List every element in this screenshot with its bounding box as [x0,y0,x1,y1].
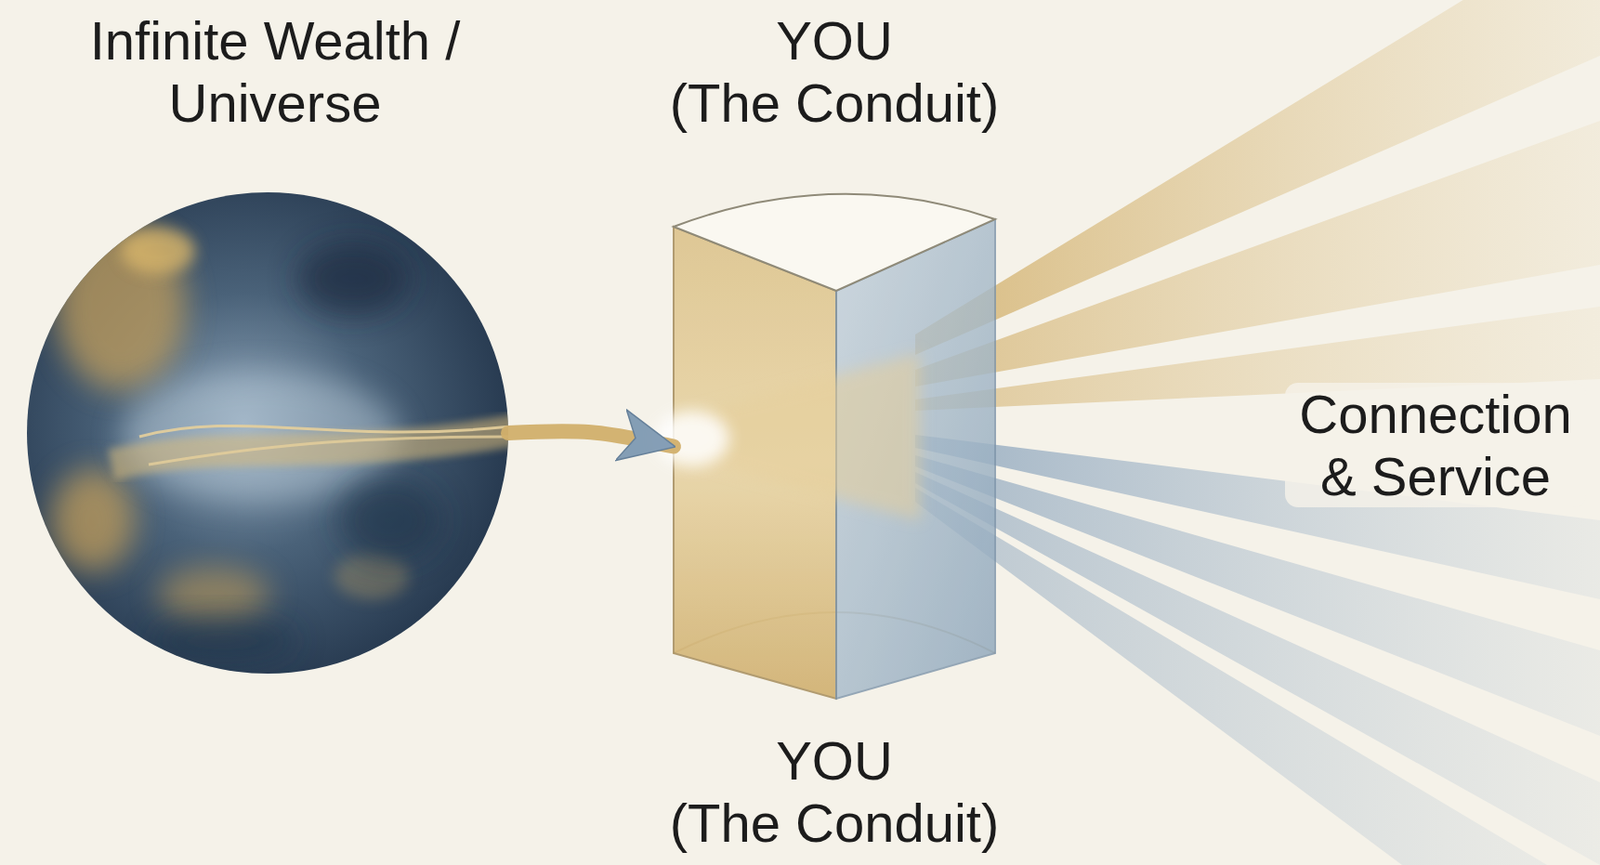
conduit-box: YOU (The Conduit)YOU (The Conduit) [673,194,996,699]
heading-wrap: YOU (The Conduit) [639,729,1030,854]
light-rays [915,0,1600,865]
spacer [927,9,1030,19]
spacer [639,729,742,739]
spacer [639,9,742,19]
heading-wrap: YOU (The Conduit) [639,9,1030,134]
universe-sphere [26,192,521,674]
heading-text: YOU (The Conduit) [669,730,1000,853]
universe-circle: Infinite Wealth / Universe [26,192,509,674]
flow-arrow [508,431,674,446]
caption-label: Connection & Service [1285,382,1587,508]
conduit-prism [655,194,996,699]
heading-text: Infinite Wealth / Universe [90,10,461,133]
heading-text: YOU (The Conduit) [669,10,1000,133]
spacer [927,729,1030,739]
heading-wrap: Infinite Wealth / Universe [70,9,480,134]
